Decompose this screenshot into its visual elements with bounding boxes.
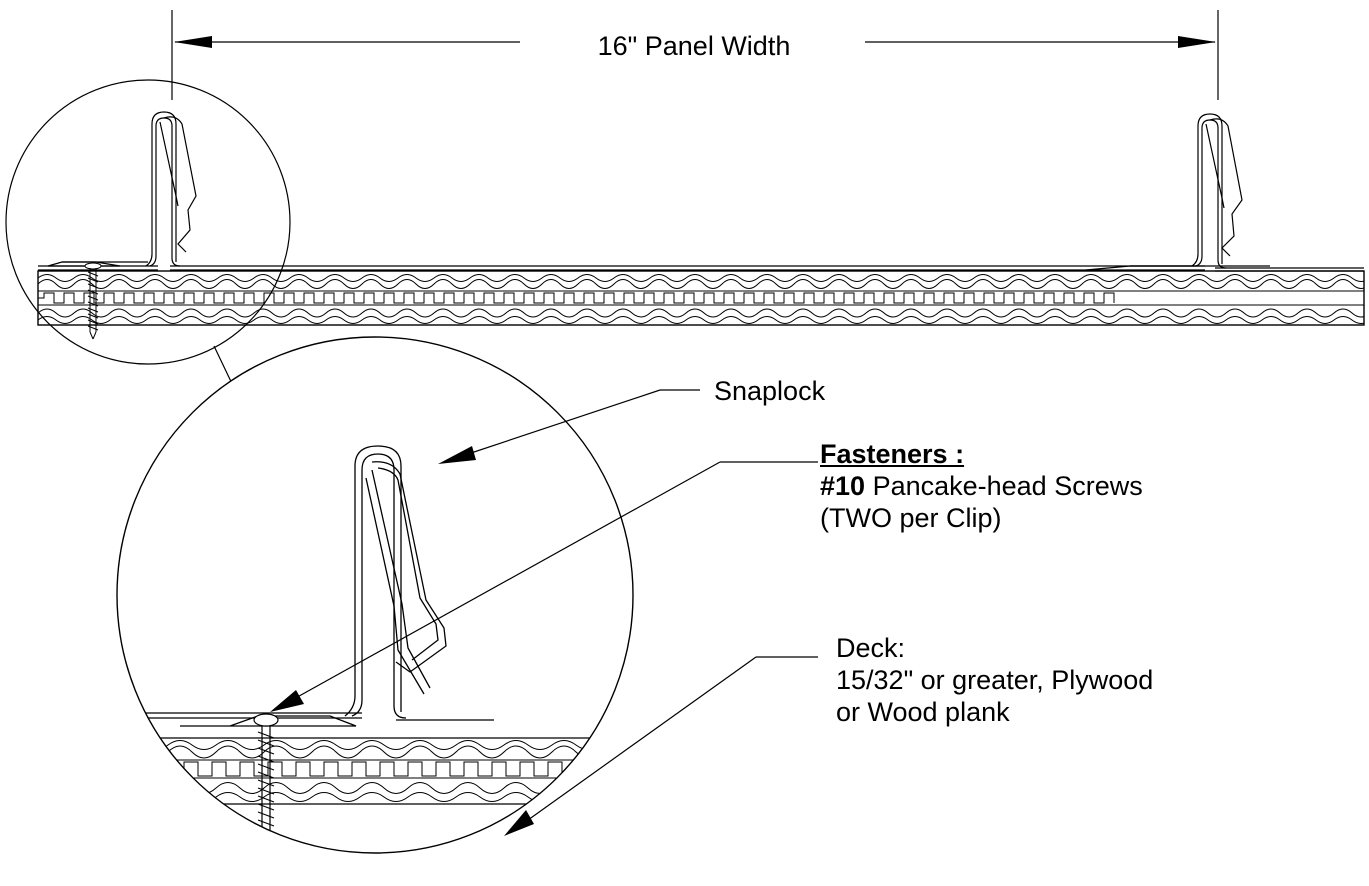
- fasteners-line-1: #10 Pancake-head Screws: [820, 470, 1143, 502]
- screw-icon-enlarged: [253, 713, 279, 847]
- leader-arrowhead: [438, 446, 476, 464]
- deck-meander-band: [38, 292, 1115, 304]
- fasteners-number: #10: [820, 471, 866, 501]
- leader-arrowhead: [504, 810, 534, 836]
- deck-grain-top: [38, 274, 1364, 289]
- deck-line-1: 15/32" or greater, Plywood: [836, 665, 1154, 695]
- panel-pan: [38, 265, 1364, 272]
- left-seam: [47, 111, 197, 267]
- dimension-arrowhead-left: [174, 36, 212, 48]
- snaplock-leader: [438, 389, 700, 464]
- panel-width-label: 16" Panel Width: [598, 31, 791, 61]
- screw-icon: [84, 262, 102, 340]
- deck-section: [37, 270, 1365, 326]
- right-seam: [1085, 113, 1270, 271]
- detail-callout-circle-small: [5, 79, 291, 365]
- panel-seam-enlarged: [122, 445, 494, 727]
- fasteners-description: Pancake-head Screws: [865, 471, 1143, 501]
- fasteners-leader: [270, 461, 818, 712]
- fasteners-heading: Fasteners :: [820, 439, 965, 469]
- panel-width-dimension: 16" Panel Width: [171, 10, 1219, 100]
- detail-callout-circle-large: [116, 336, 634, 854]
- snaplock-label: Snaplock: [714, 376, 826, 406]
- deck-line-2: or Wood plank: [836, 697, 1010, 727]
- deck-leader: [504, 656, 818, 836]
- fasteners-line-2: (TWO per Clip): [820, 503, 1002, 533]
- leader-arrowhead: [270, 690, 304, 712]
- dimension-arrowhead-right: [1178, 36, 1216, 48]
- deck-heading: Deck:: [836, 633, 906, 663]
- deck-grain-bottom: [38, 308, 1364, 324]
